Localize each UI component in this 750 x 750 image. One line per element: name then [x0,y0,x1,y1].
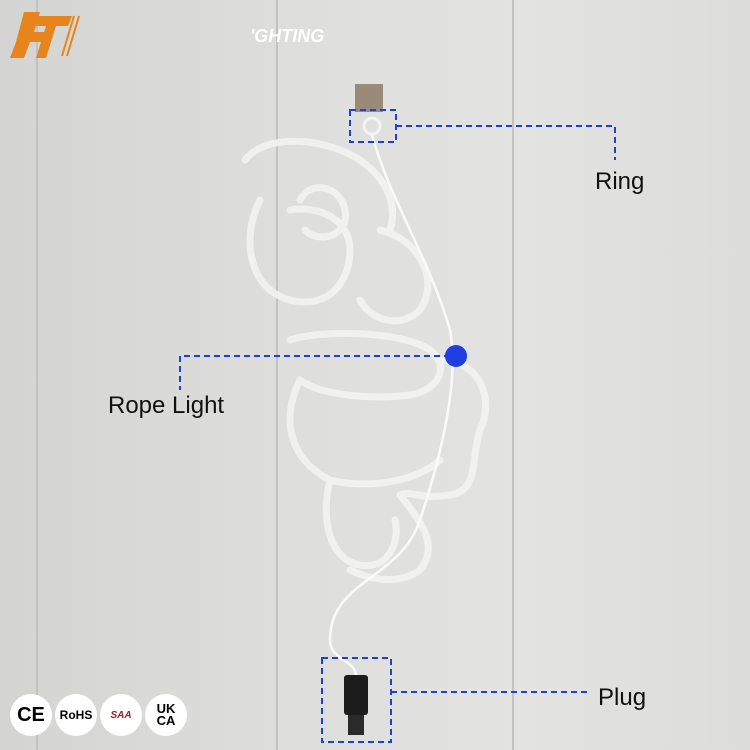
plug-highlight-box [321,657,392,743]
rope-light-leader-line [179,355,450,390]
rope-light-marker-dot [445,345,467,367]
ring-leader-line [396,125,616,160]
ce-badge: CE [10,694,52,736]
brand-name: 'GHTING [250,26,325,46]
ring-highlight-box [349,109,397,143]
saa-badge: SAA [100,694,142,736]
rope-light-label: Rope Light [108,392,225,419]
wall-seam [512,0,514,750]
ukca-badge: UK CA [145,694,187,736]
wall-seam [36,0,38,750]
rohs-badge: RoHS [55,694,97,736]
brand-logo [10,12,80,58]
ring-label: Ring [595,168,645,195]
plug-label: Plug [598,684,647,711]
wall-seam [276,0,278,750]
